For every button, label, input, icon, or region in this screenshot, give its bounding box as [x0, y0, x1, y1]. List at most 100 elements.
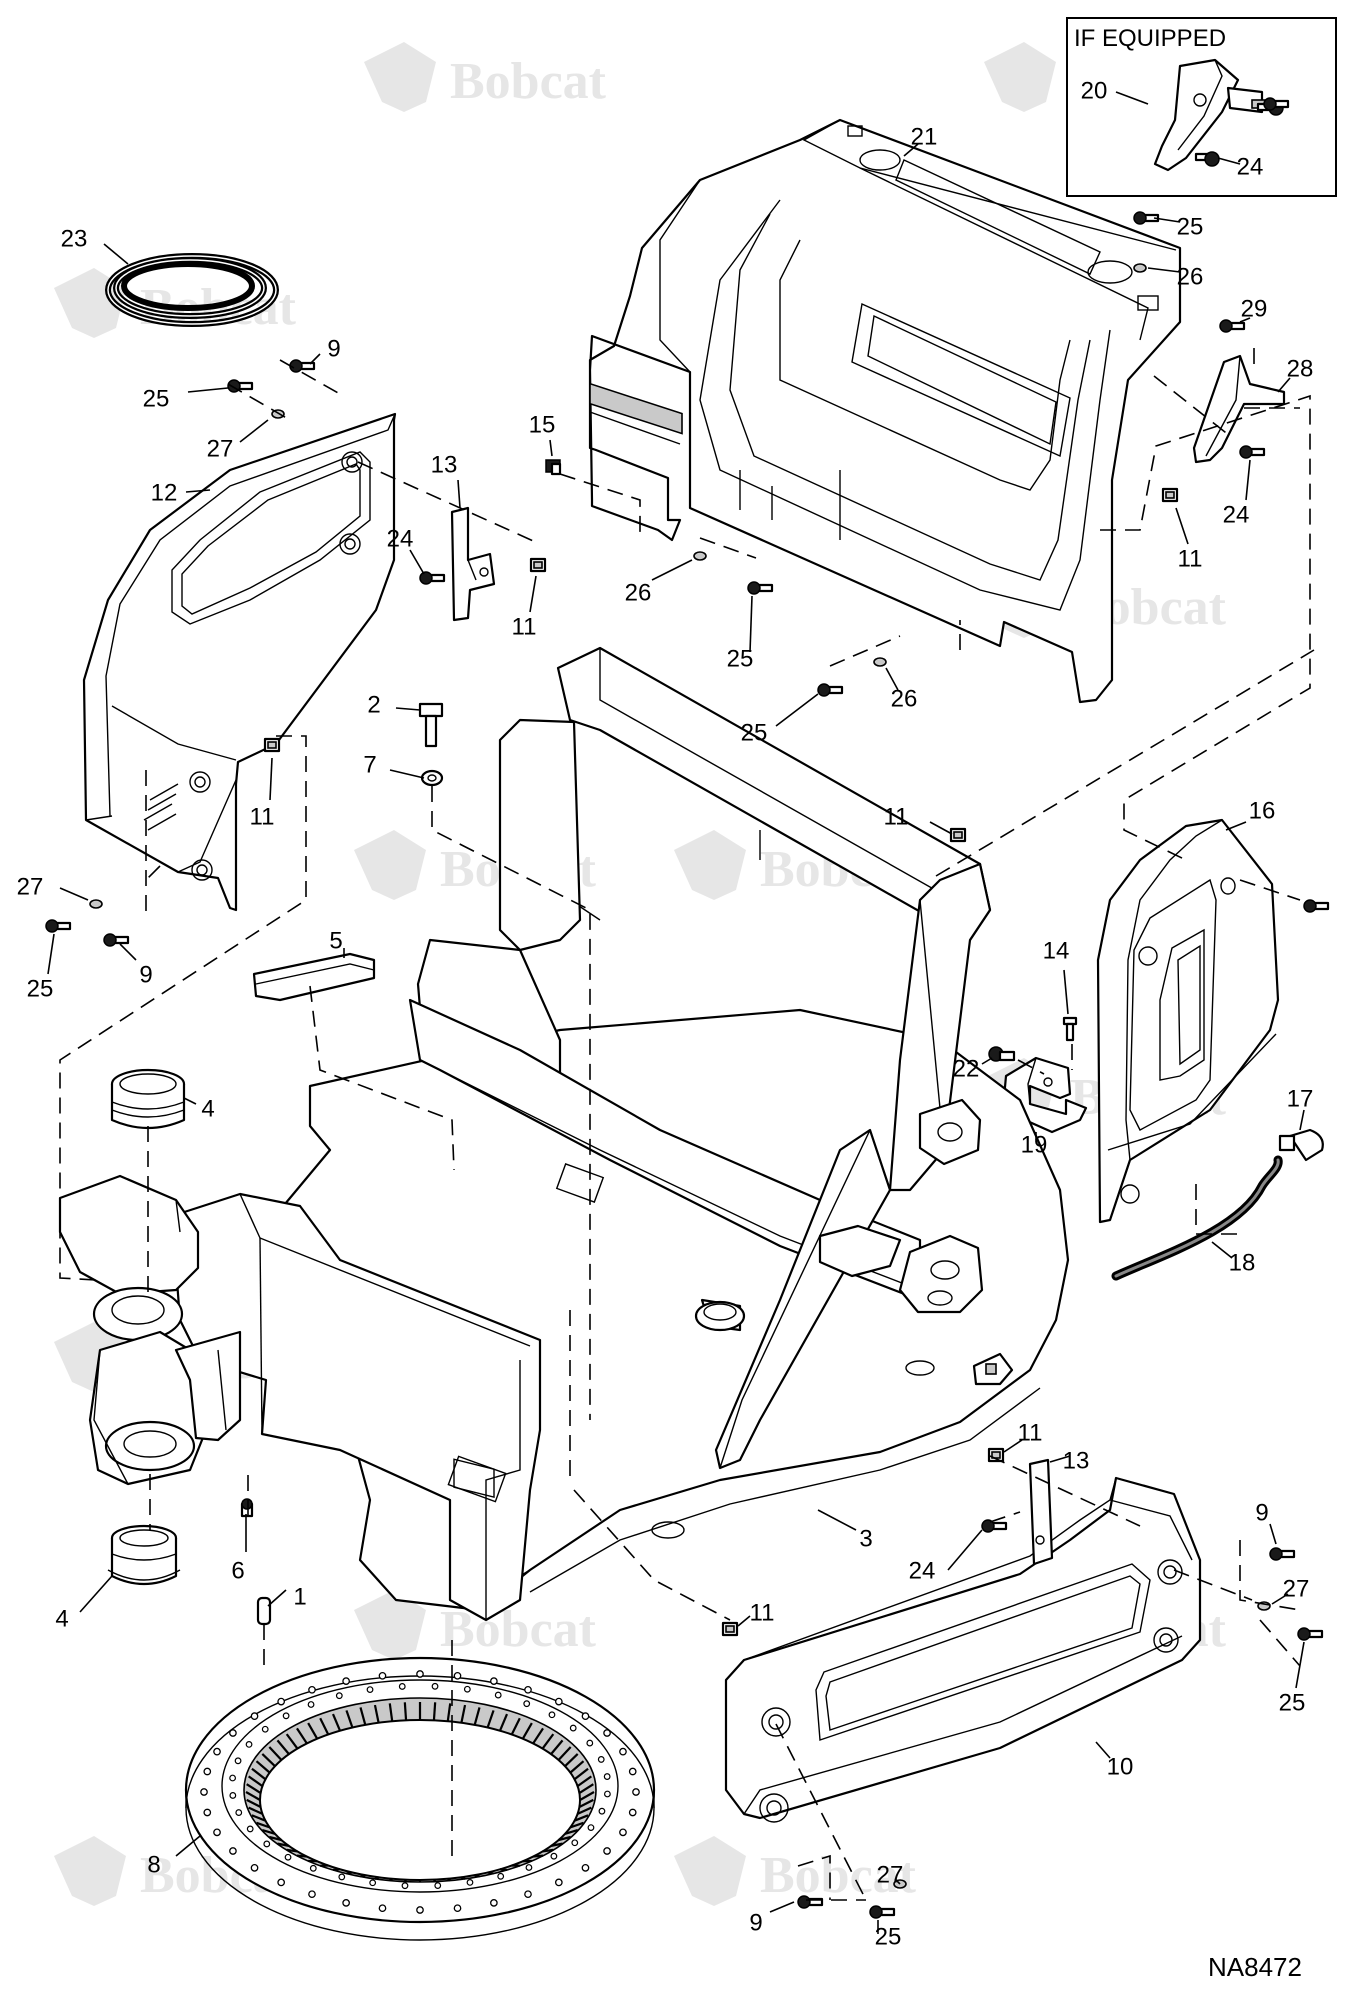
callout-leader — [549, 439, 553, 457]
callout-11: 11 — [1178, 545, 1203, 572]
part-11-nut — [529, 557, 547, 573]
part-26-washer — [873, 657, 887, 667]
callout-11: 11 — [1018, 1419, 1043, 1446]
callout-18: 18 — [1229, 1249, 1256, 1276]
callout-16: 16 — [1249, 797, 1276, 824]
callout-9: 9 — [139, 961, 152, 988]
callout-leader — [79, 1575, 113, 1613]
hardware-layer — [45, 97, 1330, 1919]
callout-leader — [59, 887, 89, 901]
part-11-nut — [949, 827, 967, 843]
callout-leader — [903, 143, 919, 157]
part-14-screw — [1062, 1016, 1078, 1042]
callout-27: 27 — [1283, 1575, 1310, 1602]
bobcat-watermark: Bobcat — [354, 1590, 597, 1660]
callout-25: 25 — [27, 975, 54, 1002]
callout-leader — [187, 387, 229, 393]
callout-22: 22 — [953, 1055, 980, 1082]
callout-leader — [267, 1589, 287, 1607]
callout-2: 2 — [367, 691, 380, 718]
part-28-bracket — [1192, 354, 1286, 464]
callout-26: 26 — [625, 579, 652, 606]
part-22-nut — [988, 1046, 1016, 1062]
callout-leader — [1245, 459, 1251, 501]
callout-leader — [1295, 1641, 1305, 1689]
callout-leader — [817, 1509, 857, 1531]
callout-leader — [1153, 217, 1181, 223]
callout-21: 21 — [911, 123, 938, 150]
if-equipped-inset: IF EQUIPPED — [1066, 17, 1337, 197]
callout-1: 1 — [293, 1583, 306, 1610]
callout-leader — [47, 933, 55, 975]
callout-leader — [1217, 157, 1241, 165]
callout-15: 15 — [529, 411, 556, 438]
callout-leader — [895, 1879, 901, 1885]
callout-leader — [103, 243, 129, 265]
inset-label: IF EQUIPPED — [1074, 25, 1226, 52]
callout-leader — [1115, 91, 1149, 105]
part-21-panel — [588, 118, 1182, 704]
callout-25: 25 — [741, 719, 768, 746]
callout-9: 9 — [1255, 1499, 1268, 1526]
callout-leader — [769, 1901, 795, 1913]
callout-17: 17 — [1287, 1085, 1314, 1112]
part-25-bolt — [869, 1905, 896, 1919]
callout-leader — [1239, 317, 1251, 323]
part-18-strip — [1111, 1155, 1283, 1281]
callout-leader — [185, 489, 211, 493]
part-9-bolt — [103, 933, 130, 947]
part-8-swing-bearing — [184, 1656, 656, 1941]
callout-leader — [269, 757, 273, 801]
callout-20: 20 — [1081, 77, 1108, 104]
callout-leader — [885, 667, 899, 691]
callout-leader — [1003, 1439, 1023, 1453]
part-6-fitting — [240, 1498, 254, 1518]
watermark-text: Bobcat — [760, 1847, 917, 1904]
part-9-bolt — [1269, 1547, 1296, 1561]
callout-4: 4 — [201, 1095, 214, 1122]
callout-11: 11 — [512, 613, 537, 640]
callout-12: 12 — [151, 479, 178, 506]
part-4-bushing-upper — [110, 1068, 186, 1130]
callout-leader — [1147, 267, 1181, 273]
callout-9: 9 — [327, 335, 340, 362]
callout-leader — [1225, 821, 1247, 831]
part-29-bolt — [1219, 319, 1246, 333]
part-1-pin — [256, 1596, 272, 1626]
callout-leader — [1277, 377, 1291, 393]
inset-nut — [1194, 151, 1220, 167]
callout-leader — [981, 1057, 993, 1065]
part-16-side-panel — [1096, 818, 1280, 1224]
part-25-bolt — [817, 683, 844, 697]
callout-11: 11 — [750, 1599, 775, 1626]
callout-leader — [1299, 1109, 1305, 1131]
callout-25: 25 — [1279, 1689, 1306, 1716]
callout-leader — [119, 943, 137, 961]
part-11-nut — [721, 1621, 739, 1637]
part-25-bolt — [747, 581, 774, 595]
watermark-text: Bobcat — [440, 1601, 597, 1658]
part-13-bracket-upper — [450, 506, 496, 622]
callout-6: 6 — [231, 1557, 244, 1584]
callout-leader — [389, 769, 425, 779]
callout-leader — [749, 595, 753, 653]
callout-13: 13 — [1063, 1447, 1090, 1474]
callout-leader — [737, 1615, 751, 1627]
callout-24: 24 — [909, 1557, 936, 1584]
part-10-counterweight — [724, 1476, 1202, 1823]
callout-8: 8 — [147, 1851, 160, 1878]
callout-3: 3 — [859, 1525, 872, 1552]
callout-leader — [947, 1529, 983, 1571]
bearing-bolt-holes — [200, 1670, 640, 1914]
callout-leader — [529, 575, 537, 613]
part-23-seal — [105, 253, 279, 327]
drawing-number: NA8472 — [1208, 1952, 1302, 1982]
callout-5: 5 — [329, 927, 342, 954]
part-24-bolt — [981, 1519, 1008, 1533]
part-7-washer — [420, 769, 444, 787]
callout-leader — [1211, 1241, 1233, 1259]
callout-27: 27 — [877, 1861, 904, 1888]
callout-13: 13 — [431, 451, 458, 478]
bearing-teeth — [245, 1702, 595, 1883]
